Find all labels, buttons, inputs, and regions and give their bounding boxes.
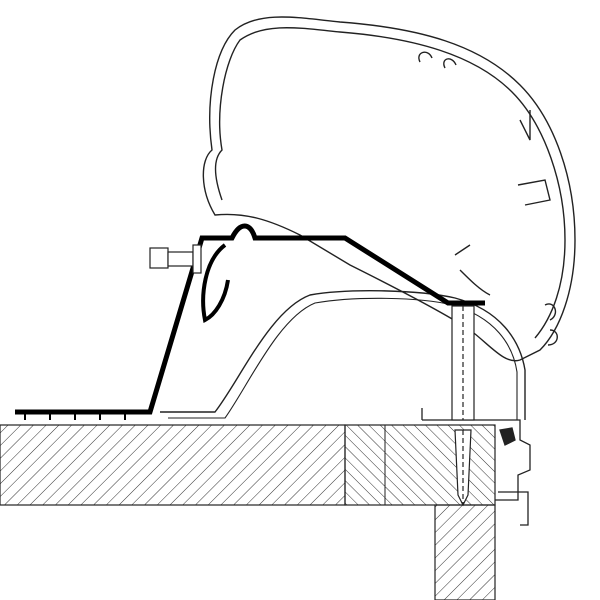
wall-section [434,504,496,600]
adapter-base-teeth [24,412,126,420]
roof-slab [0,424,496,506]
awning-case [202,16,576,362]
adapter-hook [201,243,230,323]
mounting-bracket-inner [168,297,518,420]
fixing-screw [451,305,475,507]
adapter-profile [15,223,485,415]
mounting-bracket-outline [160,290,526,420]
side-bolt [149,244,202,274]
